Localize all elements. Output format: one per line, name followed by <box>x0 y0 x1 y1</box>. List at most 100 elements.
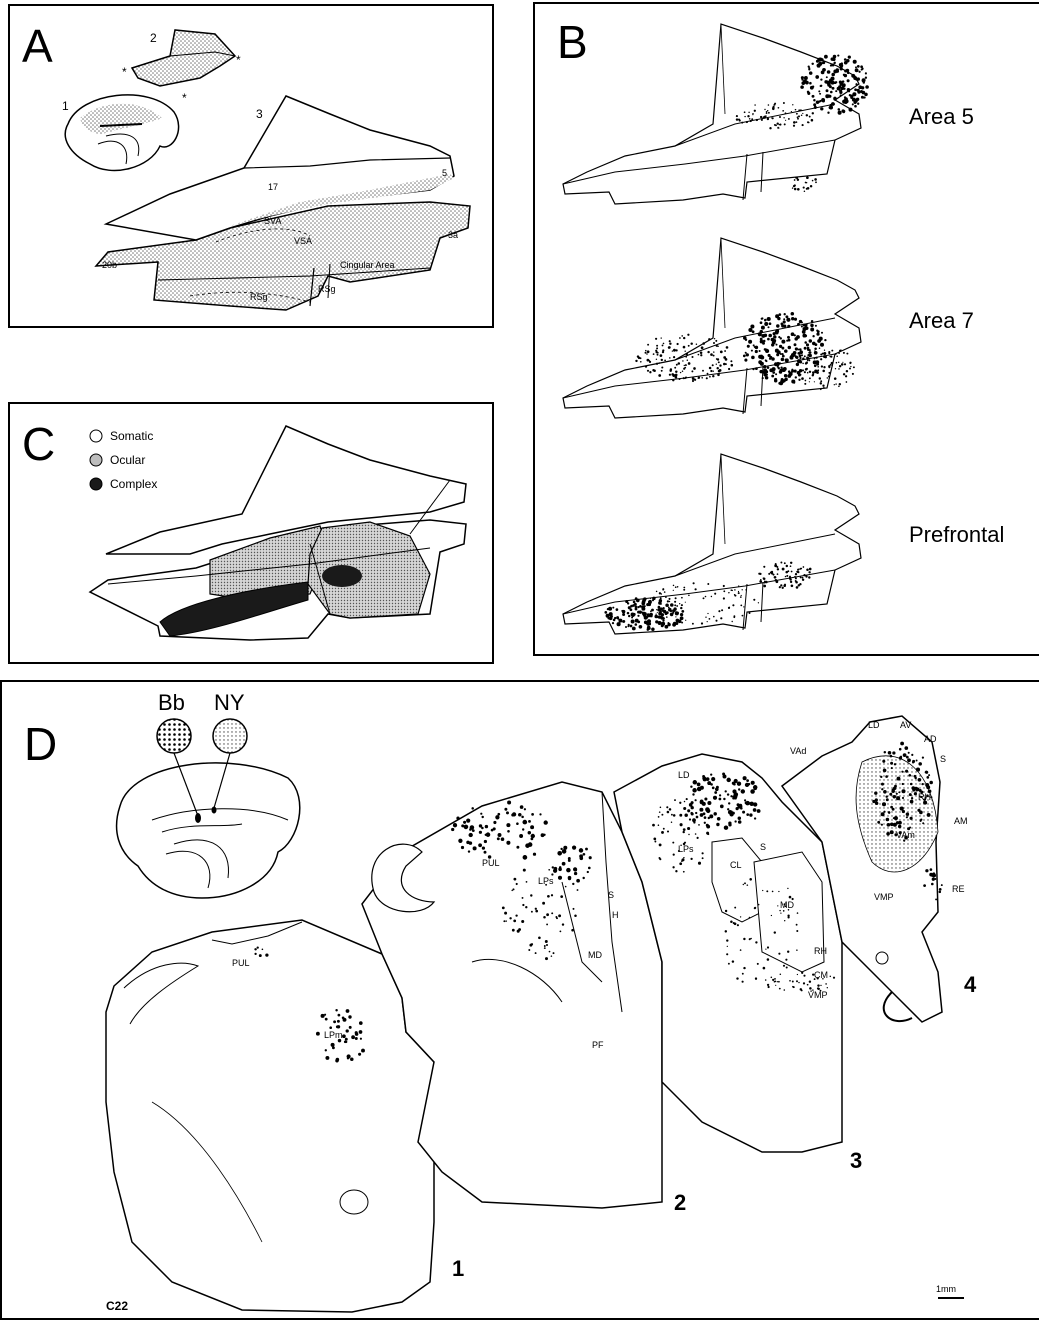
labeled-cell <box>562 862 566 866</box>
area-5-label-dot <box>797 188 800 191</box>
area-7-label-dot <box>831 365 832 366</box>
prefrontal-label-dot <box>745 589 746 590</box>
area-7-label-dot <box>663 343 665 345</box>
area-7-label-dot <box>802 357 804 359</box>
area-7-label-dot <box>662 351 664 353</box>
area-7-label-dot <box>767 317 771 321</box>
area-7-label-dot <box>778 367 780 369</box>
labeled-cell <box>896 796 900 800</box>
prefrontal-label-dot <box>649 600 652 603</box>
prefrontal-label-dot <box>789 577 792 580</box>
labeled-cell <box>733 922 735 924</box>
labeled-cell <box>774 981 776 983</box>
prefrontal-label-dot <box>642 601 644 603</box>
labeled-cell <box>659 858 661 860</box>
labeled-cell <box>522 820 527 825</box>
area-7-label-dot <box>797 323 800 326</box>
area-7-label-dot <box>778 336 780 338</box>
labeled-cell <box>766 890 768 892</box>
prefrontal-label-dot <box>742 615 744 617</box>
labeled-cell <box>523 869 526 872</box>
labeled-cell <box>737 782 741 786</box>
labeled-cell <box>703 802 705 804</box>
area-7-label-dot <box>831 350 833 352</box>
area-5-label-dot <box>750 120 752 122</box>
labeled-cell <box>743 967 745 969</box>
panel-d-figure: D Bb NY PUL LPm 1 <box>2 682 1039 1322</box>
prefrontal-label-dot <box>683 589 685 591</box>
prefrontal-label-dot <box>803 574 805 576</box>
labeled-cell <box>517 930 520 933</box>
labeled-cell <box>922 822 924 824</box>
prefrontal-label-dot <box>622 621 624 623</box>
labeled-cell <box>661 831 664 834</box>
labeled-cell <box>693 821 695 823</box>
labeled-cell <box>749 917 750 918</box>
area-5-label-dot <box>764 116 767 119</box>
area-5-label-dot <box>773 106 775 108</box>
prefrontal-label-dot <box>758 573 760 575</box>
area-7-label-dot <box>761 334 765 338</box>
labeled-cell <box>902 783 904 785</box>
labeled-cell <box>883 769 887 773</box>
area-5-label-dot <box>837 55 839 57</box>
prefrontal-label-dot <box>723 590 725 592</box>
labeled-cell <box>812 973 814 975</box>
labeled-cell <box>531 943 533 945</box>
area-5-label-dot <box>788 118 790 120</box>
prefrontal-label-dot <box>790 562 792 564</box>
s4-ad-label: AD <box>924 734 937 744</box>
area-7-label-dot <box>791 353 795 357</box>
labeled-cell <box>355 1031 358 1034</box>
labeled-cell <box>535 910 538 913</box>
area-7-label-dot <box>820 358 822 360</box>
labeled-cell <box>688 834 689 835</box>
labeled-cell <box>678 850 680 852</box>
labeled-cell <box>892 751 895 754</box>
labeled-cell <box>531 813 534 816</box>
area-5-label-dot <box>831 102 835 106</box>
labeled-cell <box>512 929 515 932</box>
area-7-label-dot <box>800 374 802 376</box>
labeled-cell <box>544 945 546 947</box>
labeled-cell <box>738 820 742 824</box>
labeled-cell <box>705 807 710 812</box>
labeled-cell <box>696 816 699 819</box>
labeled-cell <box>893 787 897 791</box>
scale-bar-label: 1mm <box>936 1284 956 1294</box>
labeled-cell <box>890 822 894 826</box>
labeled-cell <box>673 854 675 856</box>
area-7-map-label: Area 7 <box>909 308 974 333</box>
area-5-label-dot <box>783 117 784 118</box>
area-7-label-dot <box>773 335 776 338</box>
area-7-label-dot <box>765 376 769 380</box>
area-7-label-dot <box>786 318 790 322</box>
case-label: C22 <box>106 1299 128 1313</box>
labeled-cell <box>719 794 721 796</box>
labeled-cell <box>524 808 526 810</box>
labeled-cell <box>925 869 928 872</box>
area-5-label-dot <box>826 89 829 92</box>
panel-a-letter: A <box>22 20 53 72</box>
ocular-legend-swatch <box>90 454 102 466</box>
area-7-label-dot <box>795 356 798 359</box>
area-7-label-dot <box>799 357 801 359</box>
prefrontal-label-dot <box>715 620 717 622</box>
labeled-cell <box>333 1020 336 1023</box>
area-7-label-dot <box>769 358 771 360</box>
area-7-label-dot <box>743 355 746 358</box>
prefrontal-label-dot <box>714 593 716 595</box>
labeled-cell <box>796 930 798 932</box>
area-7-label-dot <box>801 377 804 380</box>
prefrontal-label-dot <box>695 588 697 590</box>
labeled-cell <box>671 814 673 816</box>
labeled-cell <box>743 884 744 885</box>
area-7-label-dot <box>743 336 747 340</box>
labeled-cell <box>717 817 721 821</box>
area-7-label-dot <box>656 359 657 360</box>
area-7-label-dot <box>674 367 676 369</box>
labeled-cell <box>679 862 682 865</box>
area-7-label-dot <box>696 343 697 344</box>
area-7-label-dot <box>713 371 714 372</box>
labeled-cell <box>796 924 798 926</box>
